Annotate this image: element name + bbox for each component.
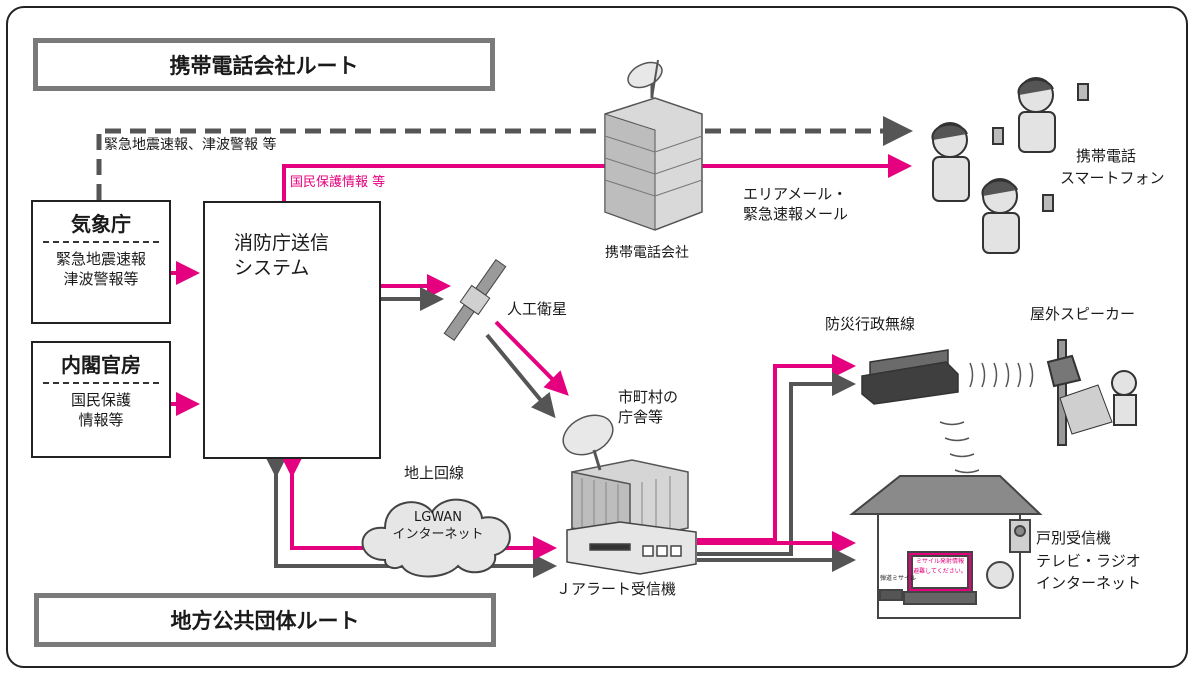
mobile-route-title: 携帯電話会社ルート [169,53,359,78]
local-government-route-box: 地方公共団体ルート [34,593,496,647]
municipal-label: 市町村の 庁舎等 [618,388,678,427]
area-mail-line-1: エリアメール・ [743,185,848,203]
local-route-title: 地方公共団体ルート [170,609,360,633]
area-mail-label: エリアメール・ 緊急速報メール [743,184,848,225]
fdma-system-box [203,201,381,459]
disaster-radio-label: 防災行政無線 [825,315,916,333]
cabinet-line-1: 国民保護 [70,391,131,409]
lgwan-line-1: LGWAN [413,510,463,525]
household-line-2: テレビ・ラジオ [1036,551,1141,570]
carrier-label: 携帯電話会社 [605,245,689,261]
lgwan-label: LGWAN インターネット [378,510,498,544]
mobile-carrier-route-box: 携帯電話会社ルート [33,38,495,91]
area-mail-line-2: 緊急速報メール [743,205,849,224]
jma-line-1: 緊急地震速報 [55,250,146,268]
outdoor-speaker-label: 屋外スピーカー [1030,305,1136,323]
diagram-frame [6,6,1188,668]
fdma-line-1: 消防庁送信 [234,232,330,254]
jma-line-2: 津波警報等 [63,270,139,289]
municipal-line-1: 市町村の [618,388,679,406]
lgwan-line-2: インターネット [392,526,484,542]
outdoor-speaker-icon [1046,339,1137,446]
satellite-label: 人工衛星 [507,300,568,318]
municipal-building-icon [562,414,689,541]
household-line-3: インターネット [1036,574,1142,592]
phones-line-2: スマートフォン [1060,168,1165,187]
divider [43,382,159,384]
tv-screen-line-2: 避難してください。 [913,567,967,575]
phones-line-1: 携帯電話 [1076,147,1137,165]
fdma-system-label: 消防庁送信 システム [234,231,329,280]
eew-tsunami-label: 緊急地震速報、津波警報 等 [104,137,277,153]
satellite-icon [443,259,507,341]
jalert-label: Ｊアラート受信機 [556,580,677,598]
radio-waves-icon [939,362,1034,474]
cabinet-title: 内閣官房 [61,353,141,377]
divider [43,241,159,243]
lgwan-cloud-icon [361,498,511,578]
tv-screen-line-1: ミサイル発射情報 [915,558,964,565]
household-label: 戸別受信機 テレビ・ラジオ インターネット [1036,527,1141,595]
fdma-line-2: システム [234,256,310,279]
house-icon [849,475,1043,619]
ground-line-label: 地上回線 [404,464,465,482]
phone-users-icon [931,77,1089,254]
jma-title: 気象庁 [71,212,131,236]
tv-screen-text: ミサイル発射情報 避難してください。 [912,557,968,576]
satellite-to-municipal-gray [485,333,556,419]
cabinet-line-2: 情報等 [78,411,124,430]
carrier-building-icon [604,59,703,231]
disaster-radio-console-icon [861,349,959,405]
tv-caption: 弾道ミサイル [880,575,917,582]
civil-protection-label: 国民保護情報 等 [290,175,386,190]
jalert-to-radio-pink [697,354,856,542]
jalert-to-radio-gray [697,372,856,556]
satellite-to-municipal-pink [494,320,569,396]
jma-box: 気象庁 緊急地震速報 津波警報等 [31,200,171,324]
cabinet-box: 内閣官房 国民保護 情報等 [31,341,171,458]
phones-label: 携帯電話 スマートフォン [1060,146,1165,190]
household-line-1: 戸別受信機 [1036,529,1112,547]
municipal-line-2: 庁舎等 [618,407,664,426]
jalert-receiver-icon [566,521,697,575]
